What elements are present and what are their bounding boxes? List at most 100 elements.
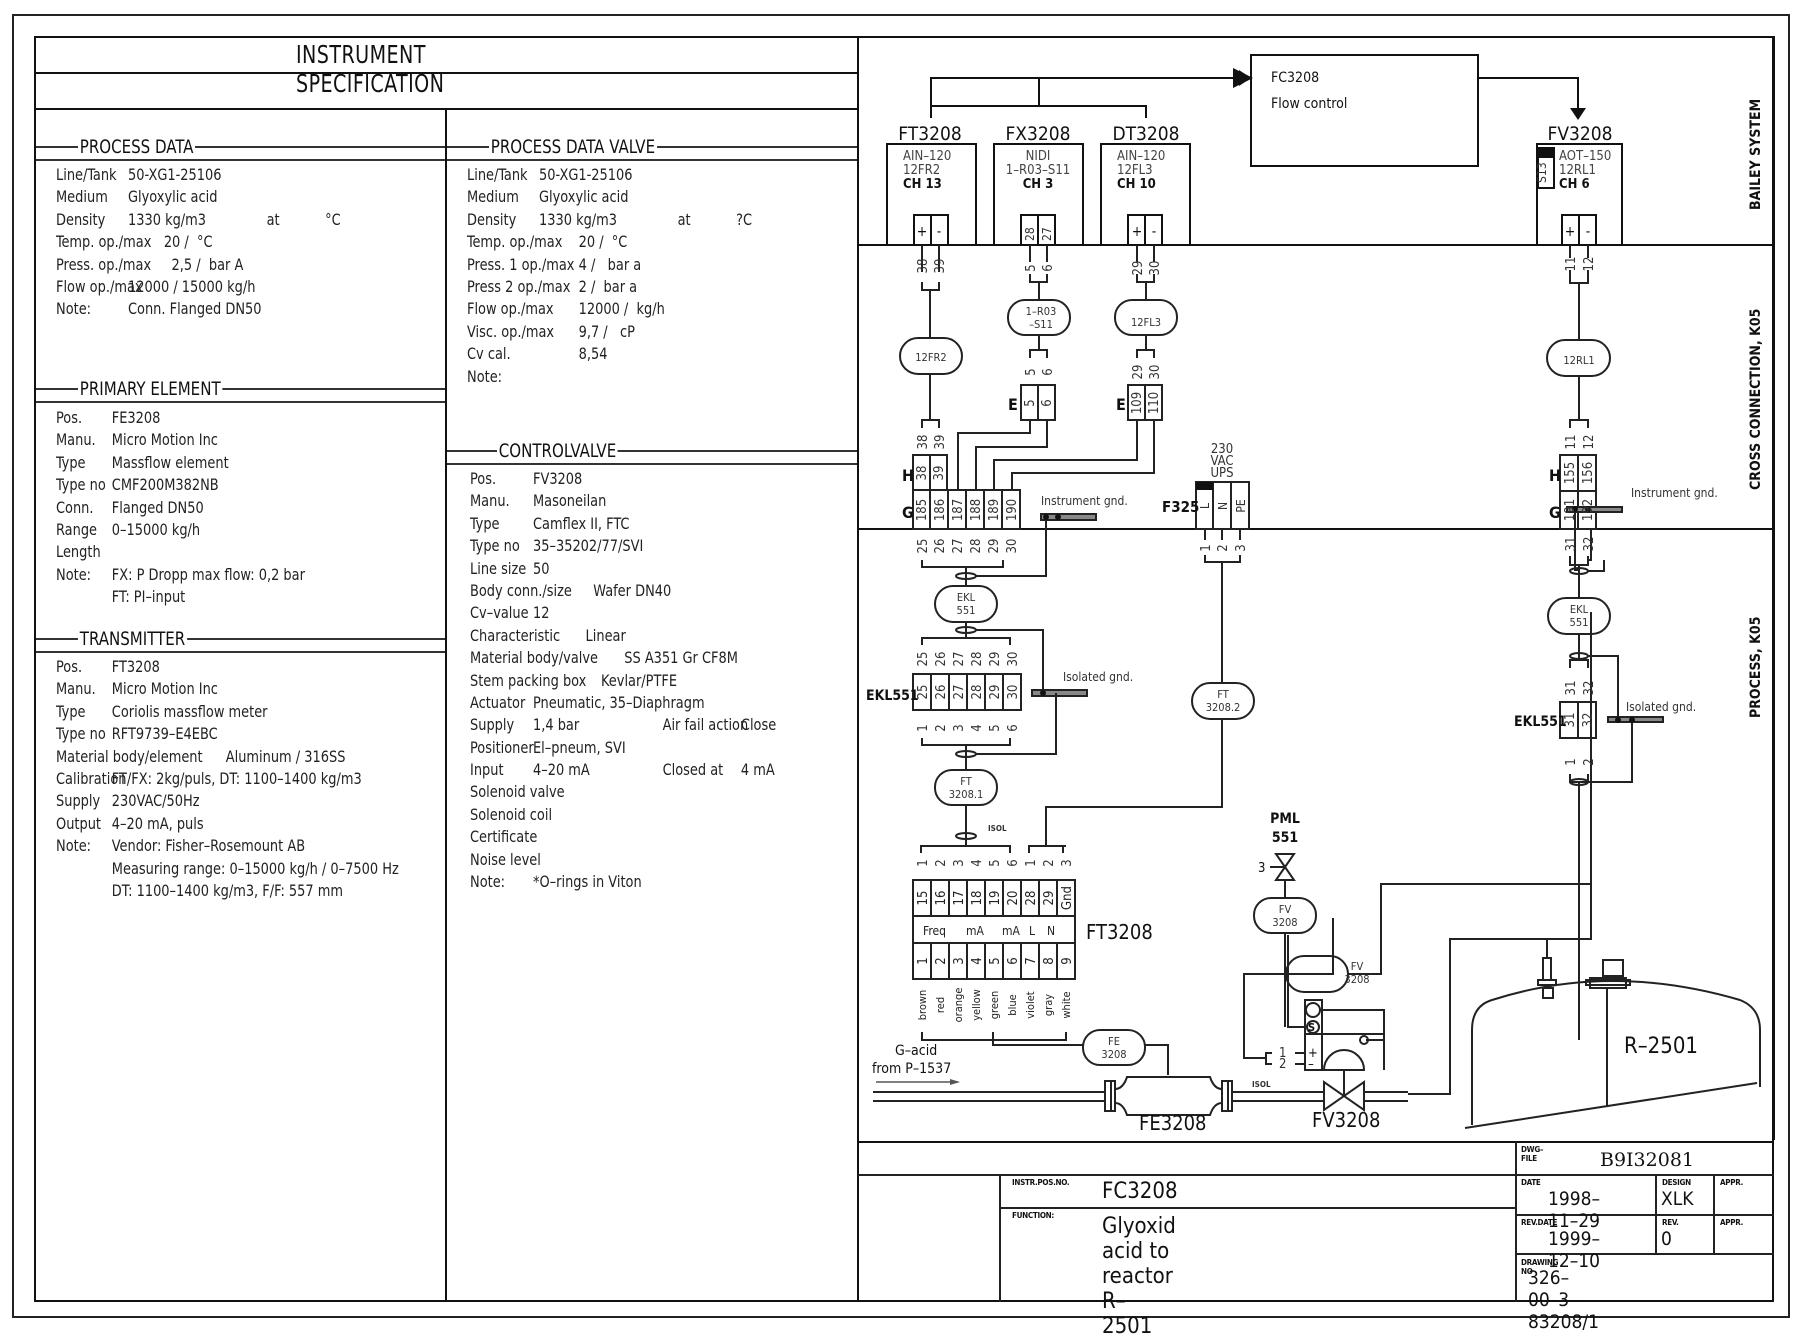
wire-number: 12 (1582, 435, 1597, 450)
spec-label: Input (470, 760, 504, 780)
terminal-label: 28 (1023, 227, 1037, 241)
section-transmitter: TRANSMITTER (36, 628, 445, 653)
spec-value: El–pneum, SVI (533, 737, 626, 757)
terminal-number: 18 (970, 891, 985, 906)
terminal-number: 188 (969, 499, 984, 521)
zone-label-cross: CROSS CONNECTION, K05 (1748, 309, 1764, 490)
spec-label: Temp. op./max (467, 232, 563, 252)
spec-label: Calibration (56, 768, 127, 788)
terminal-number: 38 (915, 466, 930, 481)
spec-label: Press. 1 op./max (467, 254, 575, 274)
wire-number: 31 (1564, 681, 1579, 696)
wire-number: 31 (1564, 537, 1579, 552)
terminal-number: 190 (1005, 499, 1020, 521)
spec-value: FT3208 (111, 657, 160, 676)
spec-extra: ?C (736, 209, 753, 229)
cable-label: FV (1351, 960, 1364, 973)
terminal-label: - (937, 224, 942, 240)
spec-value: 2 / bar a (578, 276, 638, 296)
terminal-number: 31 (1563, 713, 1578, 728)
cable-label: FT (1217, 688, 1230, 701)
transmitter-tag: FT3208 (1086, 920, 1153, 944)
wire-color: violet (1024, 991, 1037, 1018)
spec-extra: Air fail action (662, 715, 749, 735)
pml-label: PML (1270, 811, 1300, 827)
spec-label: Note: (467, 366, 503, 386)
wire-number: 29 (987, 539, 1002, 554)
cable-label: FE (1108, 1035, 1120, 1048)
drawing-no-label: DRAWING NO (1521, 1258, 1559, 1276)
gnd-label: Isolated gnd. (1626, 700, 1696, 714)
wire-number: 30 (1148, 365, 1163, 380)
spec-value: 1,4 bar (533, 715, 580, 735)
terminal-number: 7 (1024, 957, 1039, 964)
ups-label: UPS (1210, 466, 1233, 481)
date-label: DATE (1521, 1178, 1541, 1187)
spec-label: Flow op./max (467, 299, 554, 319)
spec-value: FX: P Dropp max flow: 0,2 bar (111, 564, 305, 584)
rev: 0 (1661, 1228, 1672, 1250)
spec-value: Camflex II, FTC (533, 513, 630, 533)
terminal-number: 19 (988, 891, 1003, 906)
spec-value: Vendor: Fisher–Rosemount AB (111, 836, 306, 856)
spec-label: Note: (56, 836, 92, 856)
spec-value: CMF200M382NB (111, 475, 219, 495)
spec-label: Conn. (56, 497, 94, 517)
wire-number: 28 (969, 539, 984, 554)
terminal-number: Gnd (1060, 886, 1075, 910)
spec-value: Micro Motion Inc (111, 430, 218, 450)
spec-label: Body conn./size (470, 580, 572, 600)
controller-tag: FC3208 (1271, 70, 1319, 86)
spec-value: Pneumatic, 35–Diaphragm (533, 692, 705, 712)
cable-label: EKL (957, 591, 976, 604)
instr-pos-label: INSTR.POS.NO. (1012, 1178, 1070, 1187)
terminal-label: 27 (1040, 227, 1054, 241)
date: 1998–11–29 (1548, 1188, 1601, 1232)
section-primary-element: PRIMARY ELEMENT (36, 378, 445, 403)
card-tag: FT3208 (898, 123, 961, 145)
card-channel: CH 3 (1023, 177, 1054, 192)
controller-box (1250, 54, 1479, 167)
terminal-number: 189 (987, 499, 1002, 521)
spec-label: Line size (470, 558, 527, 578)
cable-label: 12RL1 (1563, 354, 1594, 367)
spec-value: Wafer DN40 (593, 580, 672, 600)
card-module: NIDI (1026, 149, 1051, 164)
spec-label: Material body/element (56, 746, 203, 766)
terminal-label: PE (1234, 499, 1248, 513)
terminal-number: 29 (1042, 891, 1057, 906)
wire-number: 2 (1582, 758, 1597, 765)
terminal-number: 28 (1024, 891, 1039, 906)
section-heading: CONTROLVALVE (497, 440, 618, 462)
spec-value: Aluminum / 316SS (225, 746, 346, 766)
appr-label: APPR. (1720, 1218, 1744, 1227)
wire-number: 32 (1582, 681, 1597, 696)
spec-label: Noise level (470, 849, 541, 869)
spec-label: Length (56, 542, 101, 562)
spec-label: Manu. (56, 430, 96, 450)
spec-value: 9,7 / cP (578, 321, 635, 341)
wire-number: 4 (970, 724, 985, 731)
section-heading: PROCESS DATA VALVE (489, 136, 657, 158)
wire-number: 30 (1006, 652, 1021, 667)
gnd-label: Instrument gnd. (1041, 494, 1128, 508)
wire-number: 30 (1148, 261, 1163, 276)
spec-extra: Closed at (662, 760, 724, 780)
terminal-block-label: EKL551 (866, 688, 919, 704)
spec-value: 12 (533, 603, 550, 623)
terminal-number: 20 (1006, 891, 1021, 906)
spec-label: Output (56, 813, 101, 833)
spec-value: Massflow element (111, 452, 229, 472)
spec-label: Supply (56, 791, 101, 811)
spec-value: 1330 kg/m3 (539, 209, 618, 229)
cable-label: 551 (1570, 616, 1589, 629)
terminal-block-label: H (902, 466, 914, 485)
spec-value: FE3208 (111, 408, 161, 427)
positioner-port: 2 (1279, 1057, 1286, 1072)
section-heading: TRANSMITTER (78, 628, 188, 650)
wire-number: 32 (1582, 537, 1597, 552)
wire-number: 26 (934, 652, 949, 667)
sheet-border (12, 14, 1790, 1318)
spec-value: Measuring range: 0–15000 kg/h / 0–7500 H… (111, 858, 399, 878)
spec-value: Micro Motion Inc (111, 679, 218, 699)
